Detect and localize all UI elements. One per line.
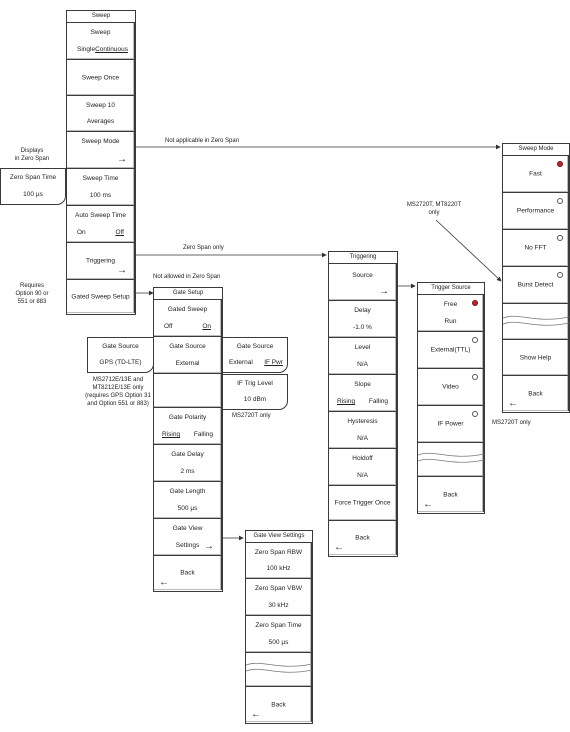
gate-source-key[interactable]: Gate Source External (154, 337, 222, 374)
triggering-back-key[interactable]: Back ← (329, 521, 397, 555)
zero-span-rbw-key[interactable]: Zero Span RBW 100 kHz (246, 543, 312, 579)
radio-selected-icon (557, 161, 563, 167)
trigger-holdoff-key[interactable]: Holdoff N/A (329, 449, 397, 486)
note-not-applicable: Not applicable in Zero Span (165, 138, 240, 144)
trigger-source-menu-title: Trigger Source (418, 283, 484, 295)
zero-span-time-gate-key[interactable]: Zero Span Time 500 µs (246, 616, 312, 653)
gate-setup-menu-title: Gate Setup (154, 288, 222, 300)
radio-selected-icon (472, 300, 478, 306)
zero-span-time-key[interactable]: Zero Span Time 100 µs (0, 168, 66, 205)
continuation-wave-icon (418, 452, 484, 463)
note-ms2720t-gate: MS2720T only (232, 413, 271, 419)
trigger-hysteresis-key[interactable]: Hysteresis N/A (329, 412, 397, 449)
trigger-level-key[interactable]: Level N/A (329, 338, 397, 375)
trigger-source-key[interactable]: Source → (329, 264, 397, 301)
sweep-once-key[interactable]: Sweep Once (67, 60, 135, 96)
radio-icon (557, 272, 563, 278)
gate-view-back-key[interactable]: Back ← (246, 687, 312, 722)
note-ms2720t-mt8220t: MS2720T, MT8220T only (406, 202, 462, 216)
continuation-wave-icon (503, 315, 569, 326)
gate-view-settings-menu: Gate View Settings Zero Span RBW 100 kHz… (245, 530, 313, 724)
if-trig-level-key[interactable]: IF Trig Level 10 dBm (222, 374, 288, 410)
trigger-if-power-key[interactable]: IF Power (418, 406, 484, 443)
empty-key (154, 374, 222, 408)
show-help-key[interactable]: Show Help (503, 340, 569, 376)
sweep-mode-no-fft-key[interactable]: No FFT (503, 230, 569, 267)
note-zero-span-only: Zero Span only (183, 245, 224, 251)
trigger-delay-key[interactable]: Delay -1.0 % (329, 301, 397, 338)
submenu-arrow-icon: → (204, 541, 214, 552)
gate-view-settings-title: Gate View Settings (246, 531, 312, 543)
triggering-key[interactable]: Triggering → (67, 243, 135, 280)
force-trigger-once-key[interactable]: Force Trigger Once (329, 486, 397, 521)
trigger-external-key[interactable]: External(TTL) (418, 332, 484, 369)
trigger-source-menu: Trigger Source Free Run External(TTL) Vi… (417, 282, 485, 514)
back-arrow-icon: ← (251, 709, 261, 720)
back-arrow-icon: ← (159, 577, 169, 588)
radio-icon (472, 374, 478, 380)
gate-setup-back-key[interactable]: Back ← (154, 556, 222, 590)
triggering-menu-title: Triggering (329, 252, 397, 264)
note-ms2712e: MS2712E/13E and MT8212E/13E only (requir… (85, 377, 151, 407)
radio-icon (472, 411, 478, 417)
sweep-mode-burst-detect-key[interactable]: Burst Detect (503, 267, 569, 304)
sweep-mode-back-key[interactable]: Back ← (503, 376, 569, 411)
continuation-wave-icon (246, 662, 312, 673)
radio-icon (557, 198, 563, 204)
submenu-arrow-icon: → (117, 154, 127, 165)
submenu-arrow-icon: → (117, 265, 127, 276)
sweep-mode-performance-key[interactable]: Performance (503, 193, 569, 230)
radio-icon (472, 337, 478, 343)
empty-key (503, 304, 569, 340)
sweep-mode-fast-key[interactable]: Fast (503, 156, 569, 193)
note-displays-zero-span: Displays in Zero Span (14, 148, 50, 162)
note-ms2720t-trigger: MS2720T only (492, 420, 531, 426)
sweep-menu-title: Sweep (67, 11, 135, 23)
empty-key (418, 443, 484, 477)
back-arrow-icon: ← (508, 398, 518, 409)
note-requires-option: Requires Option 90 or 551 or 883 (15, 283, 49, 305)
sweep-10-averages-key[interactable]: Sweep 10 Averages (67, 96, 135, 132)
trigger-video-key[interactable]: Video (418, 369, 484, 406)
gate-length-key[interactable]: Gate Length 500 µs (154, 482, 222, 519)
back-arrow-icon: ← (334, 542, 344, 553)
trigger-source-back-key[interactable]: Back ← (418, 477, 484, 512)
sweep-time-key[interactable]: Sweep Time 100 ms (67, 169, 135, 206)
gated-sweep-setup-key[interactable]: Gated Sweep Setup (67, 280, 135, 313)
gate-view-settings-key[interactable]: Gate View Settings → (154, 519, 222, 556)
empty-key (246, 653, 312, 687)
radio-icon (557, 235, 563, 241)
submenu-arrow-icon: → (379, 286, 389, 297)
zero-span-vbw-key[interactable]: Zero Span VBW 30 kHz (246, 579, 312, 616)
note-not-allowed: Not allowed in Zero Span (153, 274, 221, 280)
arrow-ms2720t-note (435, 219, 502, 282)
sweep-mode-menu-title: Sweep Mode (503, 144, 569, 156)
gate-source-gps-key[interactable]: Gate Source GPS (TD-LTE) (87, 337, 154, 373)
trigger-free-run-key[interactable]: Free Run (418, 295, 484, 332)
sweep-mode-menu: Sweep Mode Fast Performance No FFT Burst… (502, 143, 570, 413)
triggering-menu: Triggering Source → Delay -1.0 % Level N… (328, 251, 398, 557)
back-arrow-icon: ← (423, 499, 433, 510)
sweep-mode-key[interactable]: Sweep Mode → (67, 132, 135, 169)
gate-delay-key[interactable]: Gate Delay 2 ms (154, 445, 222, 482)
